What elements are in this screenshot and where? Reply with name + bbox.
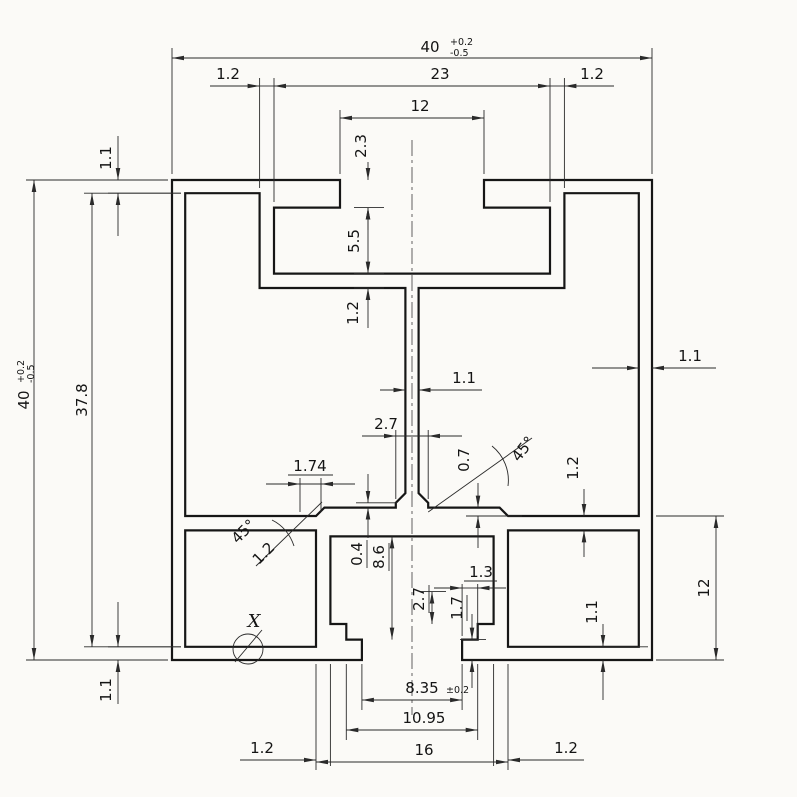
dim-channel-wall-left: 1.2 [240, 664, 331, 766]
dim-bottom-wall-right: 1.1 [583, 600, 648, 700]
dim-bottom-section-height-value: 12 [695, 578, 713, 597]
dim-total-height-value: 40 [15, 390, 33, 409]
dim-channel-depth: 8.6 [370, 536, 395, 640]
dim-top-walls-and-cavity: 1.2 23 1.2 [210, 65, 614, 202]
dim-top-flange-thickness: 1.1 [97, 136, 181, 236]
dim-boss-height-value: 0.4 [348, 542, 366, 566]
dim-mouth-width-tol: ±0.2 [446, 685, 469, 696]
dim-chamfer-left-value: 1.2 [249, 539, 279, 569]
profile-right-pocket [506, 529, 640, 648]
dim-channel-outer-width: 16 [315, 664, 509, 770]
dim-total-height-tol-plus: +0.2 [16, 360, 27, 383]
profile-section [170, 140, 654, 715]
dim-seat-width-value: 10.95 [403, 709, 446, 727]
detail-marker-x: X [232, 611, 264, 665]
dim-step-width-value: 1.74 [293, 457, 326, 475]
dim-web-thickness: 1.1 [380, 369, 482, 393]
detail-label: X [246, 611, 262, 632]
dim-channel-outer-width-value: 16 [414, 741, 433, 759]
dim-total-height-tol-minus: -0.5 [26, 364, 37, 383]
dim-bottom-wall-right-value: 1.1 [583, 600, 601, 624]
dim-total-width-value: 40 [420, 38, 439, 56]
dim-top-cavity-width-value: 23 [430, 65, 449, 83]
dim-top-cavity-depth-value: 5.5 [345, 229, 363, 253]
dim-bottom-flange-left: 1.1 [97, 602, 181, 704]
dim-angle-left: 45° 1.2 [228, 501, 323, 569]
dim-notch-width-value: 1.3 [469, 563, 493, 581]
profile-left-pocket [184, 529, 318, 648]
dim-channel-wall-left-value: 1.2 [250, 739, 274, 757]
dim-seat-width: 10.95 [345, 664, 479, 740]
dim-slot-opening-value: 12 [410, 97, 429, 115]
dim-channel-wall-right-value: 1.2 [554, 739, 578, 757]
dim-angle-right: 45° [427, 433, 539, 513]
dim-total-width-tol-plus: +0.2 [450, 37, 473, 48]
dim-seat-depth: 2.7 [410, 585, 446, 624]
dim-top-cavity-depth: 5.5 [345, 207, 371, 274]
dim-total-width-tol-minus: -0.5 [450, 48, 469, 59]
dim-bottom-flange-left-value: 1.1 [97, 678, 115, 702]
dim-seat-depth-value: 2.7 [410, 587, 428, 611]
dim-boss-width: 2.7 [362, 415, 462, 499]
dim-top-cavity-floor-value: 1.2 [344, 301, 362, 325]
dim-step-width: 1.74 [266, 457, 355, 512]
dim-lip-height: 1.7 [448, 595, 486, 688]
dim-notch-width: 1.3 [434, 563, 506, 636]
dim-inner-height: 37.8 [73, 192, 181, 648]
dim-lip-thickness-value: 2.3 [352, 134, 370, 158]
dim-channel-wall-right: 1.2 [493, 664, 584, 766]
dim-angle-right-value: 45° [508, 433, 539, 465]
dim-side-wall-right: 1.1 [592, 347, 716, 371]
dim-wall-right-bottom-value: 1.2 [564, 456, 582, 480]
dim-bottom-section-height: 12 [656, 515, 724, 661]
dim-angle-left-value: 45° [228, 516, 260, 548]
dim-mouth-width-value: 8.35 [405, 679, 438, 697]
dim-total-height: 40 +0.2 -0.5 [15, 179, 168, 661]
dim-channel-depth-value: 8.6 [370, 545, 388, 569]
dim-lip-height-value: 1.7 [448, 596, 466, 620]
profile-right-chamber [417, 192, 640, 518]
dim-step-height-value: 0.7 [455, 448, 473, 472]
dim-step-height: 0.7 [455, 448, 522, 548]
dim-top-wall-left-value: 1.2 [216, 65, 240, 83]
dim-top-flange-thickness-value: 1.1 [97, 146, 115, 170]
dim-mouth-width: 8.35 ±0.2 [361, 664, 469, 710]
dim-top-cavity-floor: 1.2 [344, 273, 384, 328]
dim-boss-height: 0.4 [348, 474, 397, 568]
dim-boss-width-value: 2.7 [374, 415, 398, 433]
dim-web-thickness-value: 1.1 [452, 369, 476, 387]
dim-slot-opening: 12 [339, 97, 485, 174]
dim-side-wall-right-value: 1.1 [678, 347, 702, 365]
detail-circle [232, 633, 264, 665]
dim-top-wall-right-value: 1.2 [580, 65, 604, 83]
dim-wall-right-bottom: 1.2 [564, 456, 587, 557]
dim-total-width: 40 +0.2 -0.5 [171, 37, 653, 174]
dim-inner-height-value: 37.8 [73, 383, 91, 416]
